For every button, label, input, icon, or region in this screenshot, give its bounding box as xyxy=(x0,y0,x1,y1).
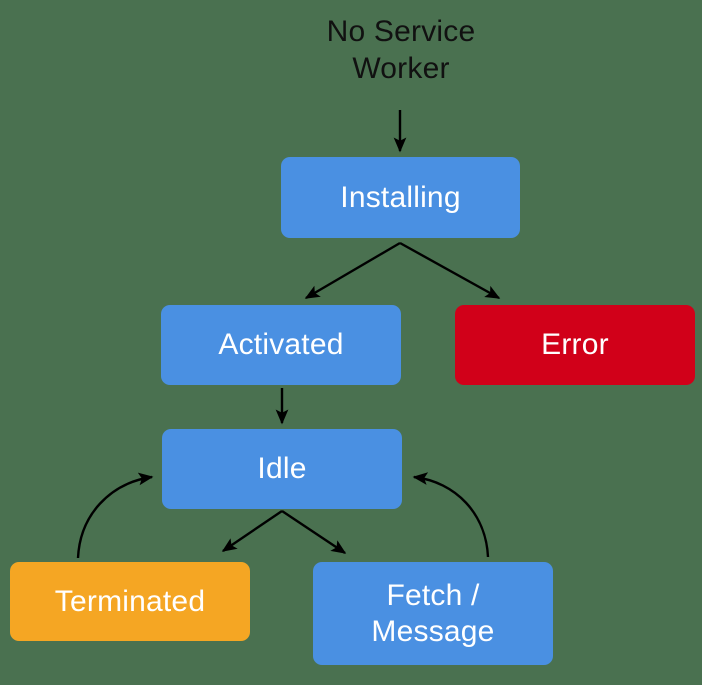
edge-terminated-to-idle xyxy=(76,472,154,559)
edge-idle-to-terminated xyxy=(221,510,283,552)
node-idle[interactable]: Idle xyxy=(162,429,402,509)
node-installing[interactable]: Installing xyxy=(281,157,520,238)
edge-installing-to-activated xyxy=(304,241,401,300)
node-terminated[interactable]: Terminated xyxy=(10,562,250,641)
edge-fetch-to-idle xyxy=(412,472,490,558)
edge-installing-to-error xyxy=(399,241,501,300)
edge-idle-to-fetch xyxy=(281,510,347,554)
node-activated[interactable]: Activated xyxy=(161,305,401,385)
node-error[interactable]: Error xyxy=(455,305,695,385)
node-fetch-message[interactable]: Fetch / Message xyxy=(313,562,553,665)
node-no-service-worker-label: No Service Worker xyxy=(326,15,476,85)
